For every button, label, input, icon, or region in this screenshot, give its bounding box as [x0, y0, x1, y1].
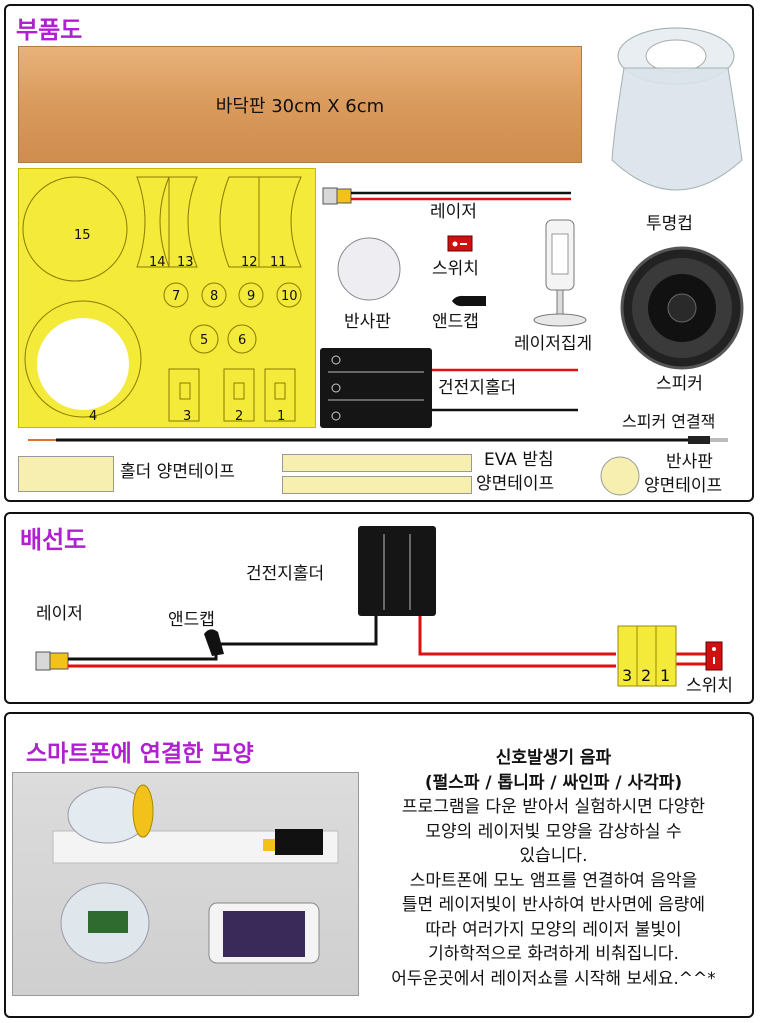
wiring-switch-label: 스위치 [686, 676, 733, 696]
phone-panel: 스마트폰에 연결한 모양 신호발생기 음파 (펄스파 / 톱니파 / 싸인파 /… [4, 712, 754, 1018]
reflector-tape-swatch [600, 456, 640, 496]
smartphone-setup-photo [12, 772, 359, 996]
laser-label: 레이저 [430, 202, 477, 222]
switch-icon [447, 235, 473, 252]
eva-tape-swatch-1 [282, 454, 472, 472]
sheet-part-7: 7 [172, 289, 181, 304]
wiring-end-cap-label: 앤드캡 [168, 610, 215, 630]
sheet-part-2: 2 [235, 409, 244, 424]
speaker-jack-label: 스피커 연결잭 [622, 412, 716, 431]
wiring-title: 배선도 [20, 526, 87, 554]
holder-tape-label: 홀더 양면테이프 [120, 462, 235, 482]
sheet-part-12: 12 [241, 255, 258, 270]
wiring-battery-label: 건전지홀더 [246, 564, 325, 584]
description-line-3: 있습니다. [519, 846, 588, 866]
sheet-part-3: 3 [183, 409, 192, 424]
parts-title: 부품도 [16, 16, 83, 44]
eva-tape-label-1: EVA 받침 [484, 450, 554, 470]
end-cap-icon [452, 295, 486, 307]
clear-cup-label: 투명컵 [646, 214, 693, 234]
sheet-part-4: 4 [89, 409, 98, 424]
base-board: 바닥판 30cm X 6cm [18, 46, 582, 163]
sheet-part-6: 6 [238, 333, 247, 348]
description-line-8: 어두운곳에서 레이저쇼를 시작해 보세요.^^* [391, 968, 716, 989]
wiring-switch [705, 641, 723, 671]
description-line-6: 따라 여러가지 모양의 레이저 불빛이 [425, 919, 682, 940]
holder-tape-swatch [18, 456, 114, 492]
sheet-part-10: 10 [281, 289, 298, 304]
wiring-panel: 배선도 건전지홀더 레이저 앤드캡 3 2 1 스위치 [4, 512, 754, 704]
sheet-part-15: 15 [74, 228, 91, 243]
wiring-laser-label: 레이저 [36, 604, 83, 624]
reflector-tape-label-1: 반사판 [666, 452, 713, 472]
eva-tape-swatch-2 [282, 476, 472, 494]
phone-title: 스마트폰에 연결한 모양 [26, 741, 254, 767]
battery-holder-icon [320, 348, 578, 428]
end-cap-label: 앤드캡 [432, 312, 479, 332]
parts-panel: 부품도 바닥판 30cm X 6cm 15 14 13 12 1 [4, 4, 754, 502]
eva-tape-label-2: 양면테이프 [476, 474, 555, 494]
laser-module-icon [322, 187, 571, 205]
sheet-part-8: 8 [210, 289, 219, 304]
base-board-label: 바닥판 30cm X 6cm [215, 96, 385, 117]
wiring-diagram [35, 526, 723, 687]
yellow-parts-sheet: 15 14 13 12 11 7 8 9 10 5 6 4 3 2 1 [18, 168, 316, 428]
description-line-7: 기하학적으로 화려하게 비춰집니다. [428, 944, 679, 964]
speaker-icon [620, 246, 744, 370]
reflector-label: 반사판 [344, 312, 391, 332]
sheet-part-1: 1 [277, 409, 286, 424]
sheet-part-11: 11 [270, 255, 287, 270]
description-heading-2: (펄스파 / 톱니파 / 싸인파 / 사각파) [424, 772, 683, 793]
wiring-terminal-3: 3 [622, 666, 633, 685]
setup-photo-illustration [52, 784, 339, 964]
description-line-1: 프로그램을 다운 받아서 실험하시면 다양한 [401, 797, 706, 817]
clear-cup-icon [611, 27, 743, 191]
phone-description: 신호발생기 음파 (펄스파 / 톱니파 / 싸인파 / 사각파) 프로그램을 다… [361, 746, 746, 991]
wiring-end-cap [204, 629, 224, 656]
wiring-terminal-1: 1 [660, 666, 671, 685]
switch-label: 스위치 [432, 259, 479, 279]
description-line-4: 스마트폰에 모노 앰프를 연결하여 음악을 [409, 870, 698, 891]
speaker-label: 스피커 [656, 374, 703, 394]
wiring-terminal-2: 2 [641, 666, 652, 685]
description-line-5: 틀면 레이저빛이 반사하여 반사면에 음량에 [401, 895, 706, 915]
wiring-battery-holder [358, 526, 436, 616]
sheet-part-5: 5 [200, 333, 209, 348]
description-line-2: 모양의 레이저빛 모양을 감상하실 수 [425, 821, 682, 842]
speaker-jack-cable-icon [28, 436, 728, 444]
laser-clip-label: 레이저집게 [514, 334, 593, 354]
reflector-tape-label-2: 양면테이프 [644, 476, 723, 496]
description-heading-1: 신호발생기 음파 [495, 748, 612, 768]
sheet-part-9: 9 [247, 289, 256, 304]
sheet-part-13: 13 [177, 255, 194, 270]
battery-holder-label: 건전지홀더 [438, 378, 517, 398]
sheet-part-14: 14 [149, 255, 166, 270]
wiring-terminal-block [617, 625, 677, 687]
reflector-disc-icon [337, 237, 401, 301]
laser-clip-icon [533, 219, 587, 327]
sheet-outlines [22, 176, 302, 422]
wiring-laser [35, 651, 51, 671]
